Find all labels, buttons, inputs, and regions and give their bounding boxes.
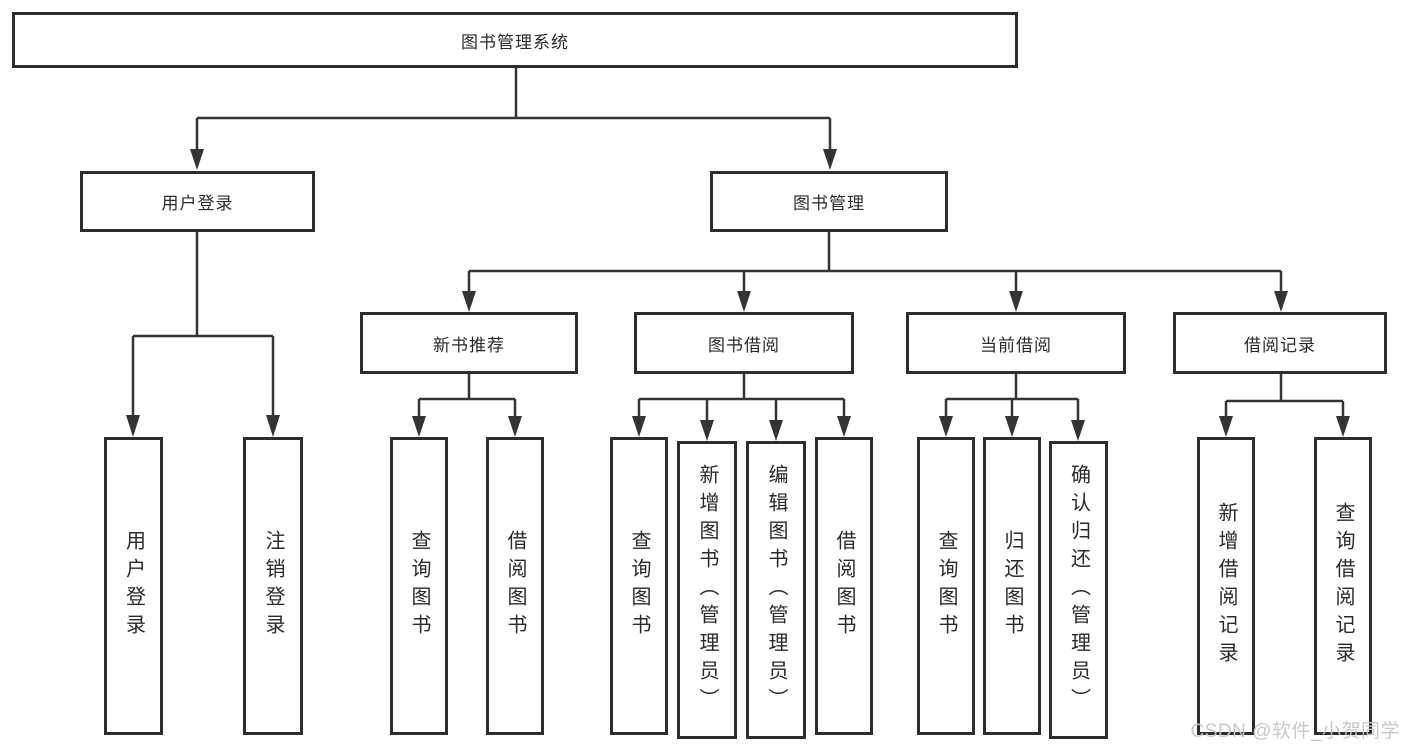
- leaf-add-borrow-record: 新增借阅记录: [1197, 437, 1255, 735]
- connector-root-to-level1: [190, 68, 837, 170]
- node-label: 借阅图书: [833, 530, 855, 642]
- node-label: 注销登录: [262, 530, 284, 642]
- node-borrowing-records: 借阅记录: [1173, 312, 1387, 374]
- leaf-user-login: 用户登录: [104, 437, 163, 735]
- node-new-book-recommendation: 新书推荐: [360, 312, 578, 374]
- node-label: 查询图书: [628, 530, 650, 642]
- node-current-borrowing: 当前借阅: [906, 312, 1126, 374]
- leaf-borrow-books-borrowing: 借阅图书: [815, 437, 873, 735]
- connector-book-management-to-level2: [462, 232, 1288, 312]
- leaf-confirm-return-admin: 确认归还（管理员）: [1049, 441, 1108, 739]
- leaf-edit-book-admin: 编辑图书（管理员）: [746, 441, 806, 739]
- connector-user-login-to-leaves: [126, 232, 280, 437]
- leaf-query-books-current: 查询图书: [917, 437, 975, 735]
- node-label: 图书借阅: [708, 335, 780, 355]
- connector-current-to-leaves: [939, 374, 1085, 441]
- node-label: 归还图书: [1001, 530, 1023, 642]
- node-book-borrowing: 图书借阅: [634, 312, 854, 374]
- connector-records-to-leaves: [1219, 374, 1350, 437]
- node-label: 图书管理: [793, 194, 865, 213]
- csdn-watermark: CSDN @软件_小贺同学: [1190, 721, 1400, 742]
- node-user-login: 用户登录: [80, 171, 315, 232]
- node-label: 借阅图书: [504, 530, 526, 642]
- node-label: 新书推荐: [433, 335, 505, 355]
- node-label: 查询图书: [935, 530, 957, 642]
- node-label: 查询借阅记录: [1332, 502, 1354, 670]
- node-label: 用户登录: [161, 194, 234, 213]
- leaf-query-borrow-record: 查询借阅记录: [1314, 437, 1372, 735]
- node-label: 用户登录: [122, 530, 145, 642]
- leaf-return-books: 归还图书: [983, 437, 1041, 735]
- leaf-logout: 注销登录: [243, 437, 303, 735]
- node-label: 查询图书: [408, 530, 430, 642]
- node-label: 编辑图书（管理员）: [765, 464, 787, 716]
- leaf-add-book-admin: 新增图书（管理员）: [677, 441, 737, 739]
- node-library-management-system: 图书管理系统: [12, 12, 1018, 68]
- node-book-management: 图书管理: [710, 171, 948, 232]
- leaf-query-books-borrowing: 查询图书: [610, 437, 668, 735]
- leaf-query-books-recommend: 查询图书: [390, 437, 448, 735]
- leaf-borrow-books-recommend: 借阅图书: [486, 437, 544, 735]
- node-label: 新增借阅记录: [1215, 502, 1237, 670]
- node-label: 新增图书（管理员）: [696, 464, 718, 716]
- connector-borrowing-to-leaves: [632, 374, 851, 441]
- node-label: 当前借阅: [980, 335, 1052, 355]
- connector-recommend-to-leaves: [412, 374, 522, 437]
- node-label: 图书管理系统: [461, 32, 569, 52]
- node-label: 确认归还（管理员）: [1067, 464, 1090, 716]
- node-label: 借阅记录: [1244, 335, 1316, 355]
